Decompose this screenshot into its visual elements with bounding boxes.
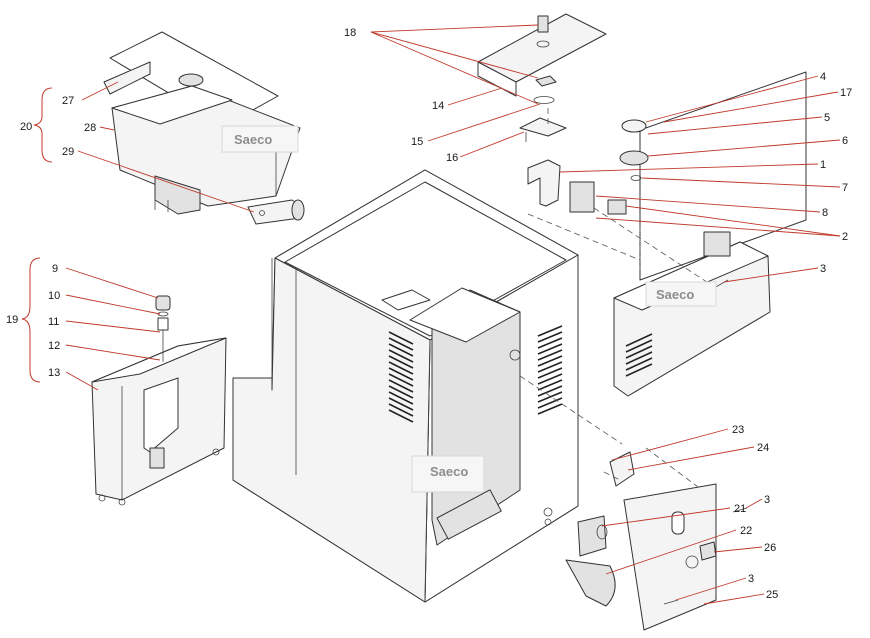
callout-3-middle: 3 [764, 494, 770, 506]
callout-27: 27 [62, 95, 74, 107]
callout-4: 4 [820, 71, 826, 83]
callout-10: 10 [48, 290, 60, 302]
callout-3-lower: 3 [748, 573, 754, 585]
hopper-assembly [103, 31, 301, 215]
callout-7: 7 [842, 182, 848, 194]
assembly-dash-lines [519, 108, 717, 491]
group-brace-20 [33, 87, 53, 163]
watermark-frame: Saeco [411, 455, 485, 493]
callout-16: 16 [446, 152, 458, 164]
callout-14: 14 [432, 100, 444, 112]
watermark-text-back-panel: Saeco [656, 287, 694, 302]
callout-8: 8 [822, 207, 828, 219]
callout-12: 12 [48, 340, 60, 352]
callout-3-upper: 3 [820, 263, 826, 275]
watermark-text-hopper: Saeco [234, 132, 272, 147]
callout-2: 2 [842, 231, 848, 243]
callout-1: 1 [820, 159, 826, 171]
group-brace-19 [21, 257, 41, 383]
callout-6: 6 [842, 135, 848, 147]
frame-vent-grill-right [537, 325, 563, 415]
callout-18: 18 [344, 27, 356, 39]
leader-lines [65, 24, 841, 605]
callout-11: 11 [48, 316, 59, 328]
top-lid-assembly [477, 13, 607, 142]
callout-25: 25 [766, 589, 778, 601]
callout-9: 9 [52, 263, 58, 275]
back-panel-assembly [527, 71, 807, 397]
watermark-text-frame: Saeco [430, 464, 468, 479]
back-panel-vent-grill [625, 333, 653, 377]
callout-19: 19 [6, 314, 18, 326]
main-frame [232, 169, 579, 603]
watermark-hopper: Saeco [221, 125, 299, 153]
callout-23: 23 [732, 424, 744, 436]
water-tank-assembly [91, 295, 227, 506]
callout-17: 17 [840, 87, 852, 99]
callout-20: 20 [20, 121, 32, 133]
callout-21: 21 [734, 503, 746, 515]
frame-vent-grill-left [388, 331, 414, 423]
callout-29: 29 [62, 146, 74, 158]
hopper-dosing-key [247, 199, 305, 225]
callout-24: 24 [757, 442, 769, 454]
callout-26: 26 [764, 542, 776, 554]
callout-28: 28 [84, 122, 96, 134]
callout-5: 5 [824, 112, 830, 124]
callout-15: 15 [411, 136, 423, 148]
callout-22: 22 [740, 525, 752, 537]
callout-13: 13 [48, 367, 60, 379]
watermark-back-panel: Saeco [645, 281, 717, 307]
lower-right-assembly [565, 279, 748, 631]
